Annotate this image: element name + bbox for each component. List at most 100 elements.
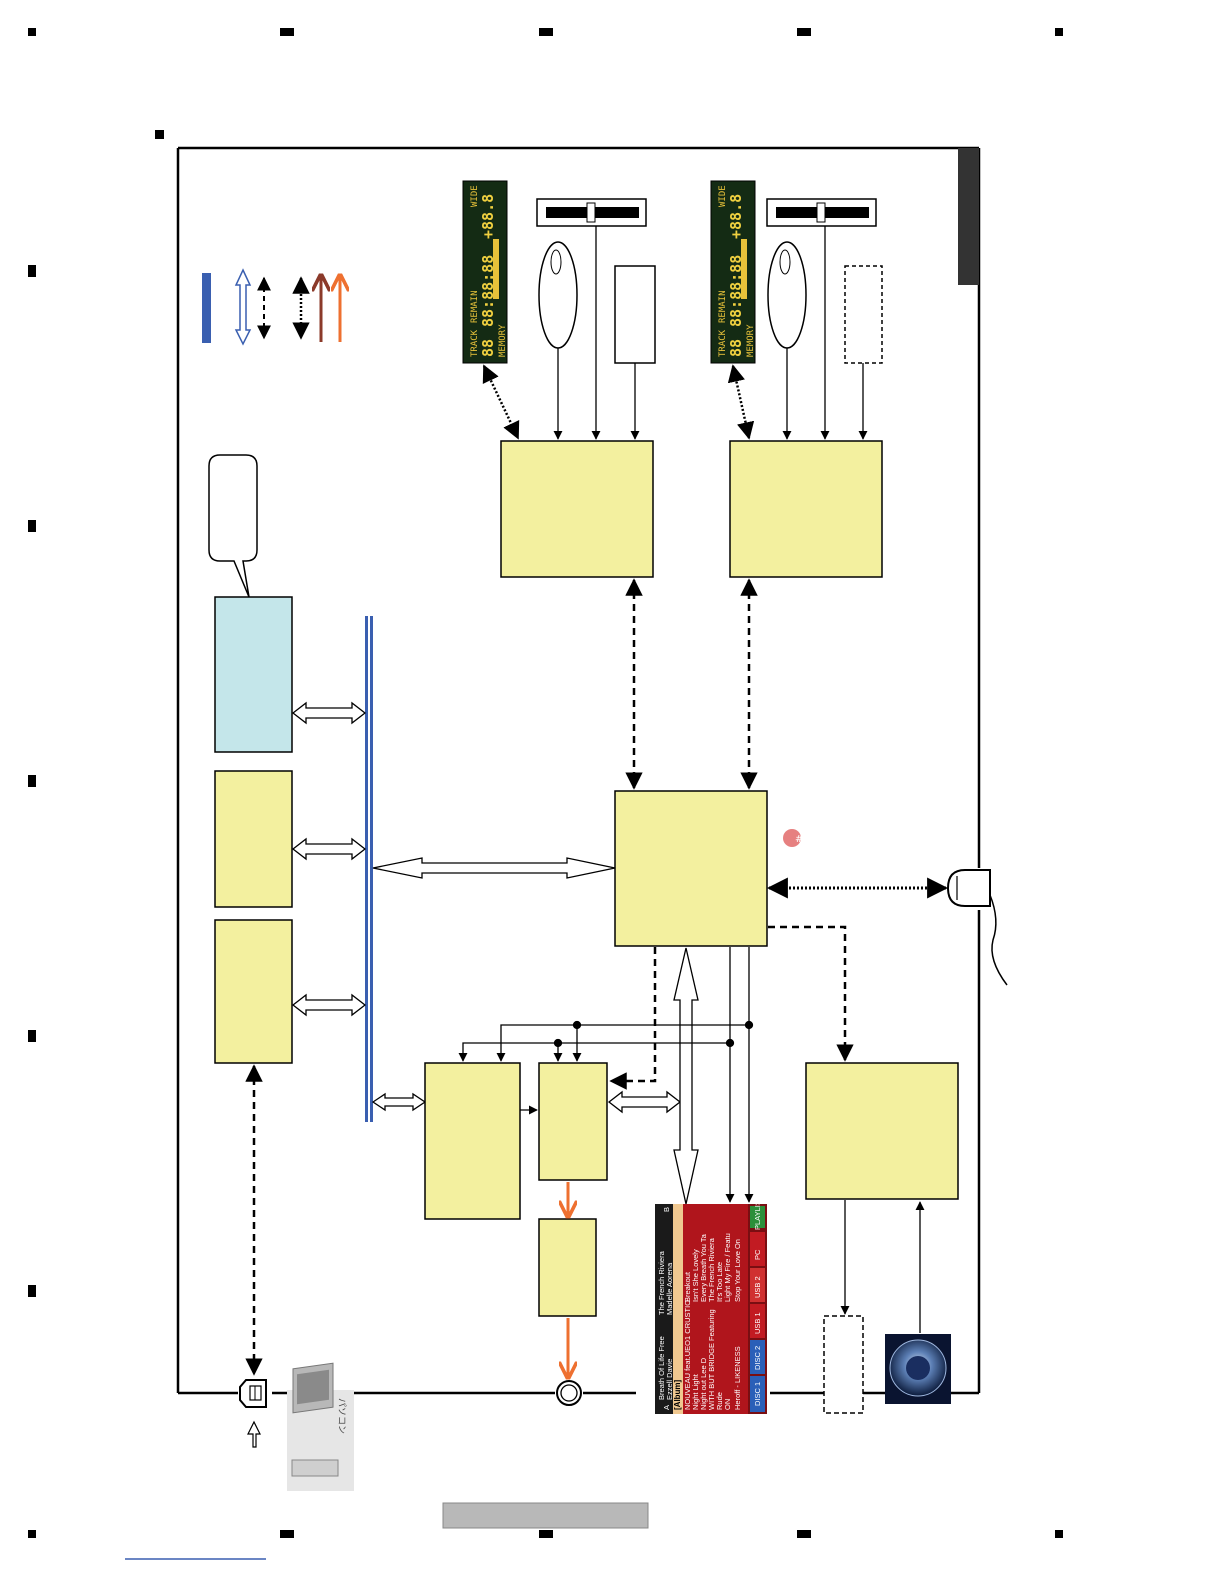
svg-text:TRACK: TRACK bbox=[718, 329, 728, 357]
svg-text:MEMORY: MEMORY bbox=[498, 324, 508, 357]
memory-bus-arrow bbox=[291, 837, 367, 861]
section-tab bbox=[958, 148, 979, 285]
lcd-display-b: TRACK REMAIN 88 88:88:88 +88.8 WIDE MEMO… bbox=[710, 180, 756, 364]
knob-icon bbox=[885, 1334, 951, 1404]
panel-controller-b bbox=[729, 440, 883, 578]
panel-controller-a bbox=[500, 440, 654, 578]
svg-text:DISC 2: DISC 2 bbox=[753, 1346, 762, 1370]
audio-codec-block bbox=[538, 1062, 608, 1181]
svg-text:パソコン: パソコン bbox=[337, 1398, 347, 1434]
svg-text:Madelle Aorena: Madelle Aorena bbox=[665, 1262, 674, 1315]
svg-text:88:88:88: 88:88:88 bbox=[727, 255, 745, 327]
svg-text:[Album]: [Album] bbox=[673, 1379, 682, 1410]
bus-connectors bbox=[291, 701, 699, 1205]
tab-pc bbox=[750, 1232, 765, 1266]
system-bus bbox=[365, 616, 373, 1122]
main-bus-arrow bbox=[372, 857, 616, 879]
svg-text:Breath Of Life Free: Breath Of Life Free bbox=[657, 1336, 666, 1400]
lcd-data-arrow bbox=[673, 947, 699, 1205]
usb-controller-block bbox=[214, 919, 293, 1064]
svg-text:Rude: Rude bbox=[715, 1392, 724, 1410]
memory-block-1 bbox=[214, 770, 293, 908]
svg-text:MEMORY: MEMORY bbox=[746, 324, 756, 357]
svg-text:Every Breath You Ta: Every Breath You Ta bbox=[699, 1233, 708, 1302]
deck-a-controls bbox=[482, 198, 656, 440]
svg-text:+88.8: +88.8 bbox=[479, 194, 497, 239]
main-controller-block bbox=[614, 790, 768, 947]
svg-text:ON: ON bbox=[723, 1399, 732, 1410]
svg-text:Isn't She Lovely: Isn't She Lovely bbox=[691, 1249, 700, 1302]
tab-usb1 bbox=[750, 1304, 765, 1338]
button-panel bbox=[614, 265, 656, 364]
level-meter bbox=[493, 239, 499, 299]
usb-b-connector-icon bbox=[239, 1379, 267, 1448]
level-meter bbox=[741, 239, 747, 299]
usb-bus-arrow bbox=[291, 993, 367, 1017]
svg-text:88:88:88: 88:88:88 bbox=[479, 255, 497, 327]
control-lines bbox=[458, 947, 925, 1333]
lcd-display-a: TRACK REMAIN 88 88:88:88 +88.8 WIDE MEMO… bbox=[462, 180, 508, 364]
svg-text:REMAIN: REMAIN bbox=[470, 290, 480, 323]
svg-text:+88.8: +88.8 bbox=[727, 194, 745, 239]
tab-disc2 bbox=[750, 1340, 765, 1374]
headphone-plug-icon bbox=[946, 869, 1008, 986]
button-panel bbox=[844, 265, 883, 364]
slider-icon bbox=[536, 198, 647, 227]
svg-text:USB 1: USB 1 bbox=[753, 1312, 762, 1334]
cpu-bus-arrow bbox=[291, 701, 367, 725]
tab-disc1 bbox=[750, 1376, 765, 1412]
svg-text:Heroff - LIKENESS: Heroff - LIKENESS bbox=[733, 1346, 742, 1410]
svg-text:B: B bbox=[662, 1207, 671, 1212]
svg-text:WITH BUT BRIDGE Featuring: WITH BUT BRIDGE Featuring bbox=[707, 1309, 716, 1410]
legend bbox=[202, 268, 340, 346]
svg-text:Stop Your Love On: Stop Your Love On bbox=[733, 1239, 742, 1302]
legend-bidirectional-arrow bbox=[234, 268, 252, 346]
svg-text:DISC 1: DISC 1 bbox=[753, 1382, 762, 1406]
svg-text:NOUVEAU feat.UEO1 CRUSTIO: NOUVEAU feat.UEO1 CRUSTIO bbox=[683, 1300, 692, 1410]
svg-text:88: 88 bbox=[727, 339, 745, 357]
callout-bubble bbox=[208, 454, 258, 598]
lcd-touch-screen: A Breath Of Life Free Ezzell Davie The F… bbox=[655, 1195, 767, 1414]
external-output-box bbox=[823, 1315, 864, 1414]
svg-text:#: # bbox=[795, 834, 803, 845]
svg-text:A: A bbox=[662, 1405, 671, 1410]
computer-icon: パソコン bbox=[287, 1362, 354, 1491]
audio-jack-icon bbox=[556, 1380, 582, 1406]
page-footer-box bbox=[442, 1502, 649, 1529]
svg-text:Light My Fire / Featu: Light My Fire / Featu bbox=[723, 1233, 732, 1302]
svg-text:88: 88 bbox=[479, 339, 497, 357]
svg-text:PC: PC bbox=[753, 1249, 762, 1260]
codec-bus-arrow bbox=[607, 1090, 682, 1114]
svg-text:WIDE: WIDE bbox=[470, 185, 480, 207]
tab-playlist bbox=[750, 1206, 765, 1228]
dsp-bus-arrow bbox=[371, 1092, 427, 1112]
svg-text:Breakout: Breakout bbox=[683, 1271, 692, 1302]
dsp-block bbox=[424, 1062, 521, 1220]
svg-text:PLAYLIST: PLAYLIST bbox=[753, 1195, 762, 1230]
svg-text:The French Riviera: The French Riviera bbox=[657, 1250, 666, 1315]
legend-bus-swatch bbox=[202, 273, 211, 343]
svg-text:WIDE: WIDE bbox=[718, 185, 728, 207]
svg-text:USB 2: USB 2 bbox=[753, 1276, 762, 1298]
tab-usb2 bbox=[750, 1268, 765, 1302]
svg-text:It's Too Late: It's Too Late bbox=[715, 1262, 724, 1302]
sub-controller-block bbox=[805, 1062, 959, 1200]
usb-input-arrow bbox=[247, 1420, 261, 1448]
jog-wheel-icon bbox=[767, 241, 807, 349]
slider-icon bbox=[766, 198, 877, 227]
svg-text:The French Riviera: The French Riviera bbox=[707, 1237, 716, 1302]
panel-links bbox=[245, 578, 949, 1376]
registration-marks bbox=[28, 28, 1063, 1538]
jog-wheel-icon bbox=[538, 241, 578, 349]
stamp-mark: # bbox=[783, 829, 803, 847]
deck-b-controls bbox=[727, 198, 883, 440]
audio-amp-block bbox=[538, 1218, 597, 1317]
diagram-frame bbox=[176, 146, 981, 1395]
cpu-block bbox=[214, 596, 293, 753]
svg-text:Night out Lee D: Night out Lee D bbox=[699, 1357, 708, 1410]
svg-text:REMAIN: REMAIN bbox=[718, 290, 728, 323]
svg-text:Night Light: Night Light bbox=[691, 1373, 700, 1410]
svg-text:TRACK: TRACK bbox=[470, 329, 480, 357]
svg-text:Ezzell Davie: Ezzell Davie bbox=[665, 1359, 674, 1400]
